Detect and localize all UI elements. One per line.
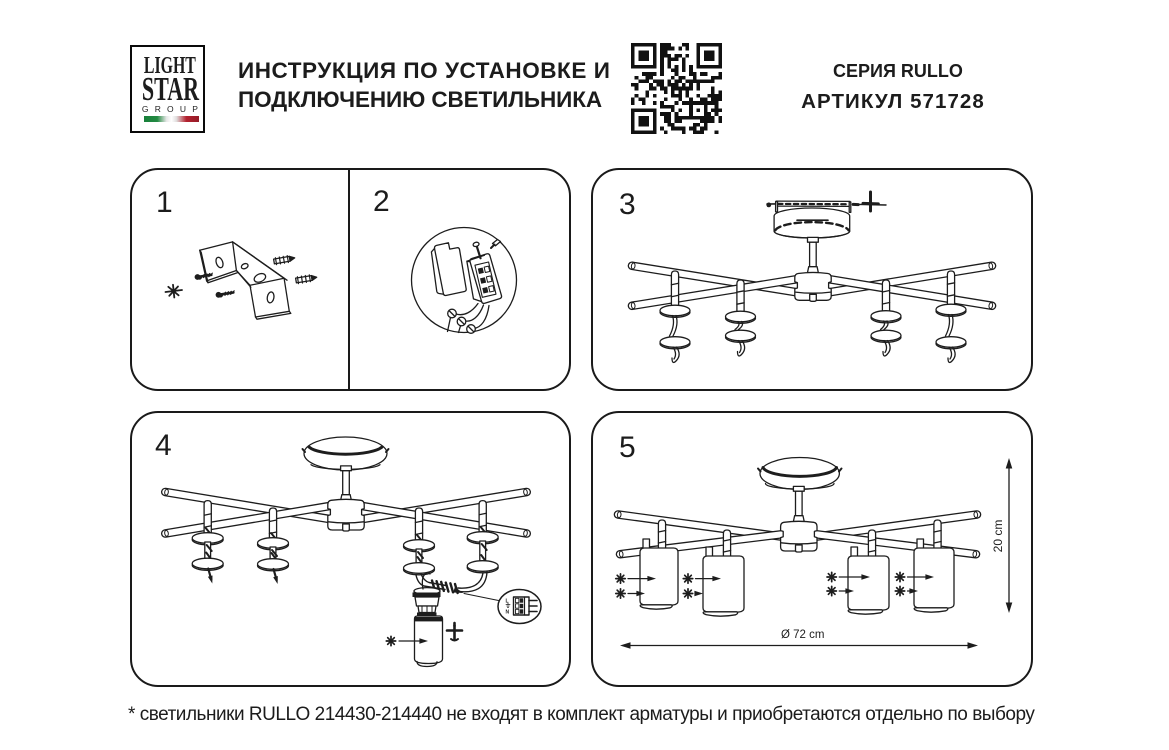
svg-text:L: L xyxy=(506,599,509,605)
svg-text:N: N xyxy=(506,610,510,616)
